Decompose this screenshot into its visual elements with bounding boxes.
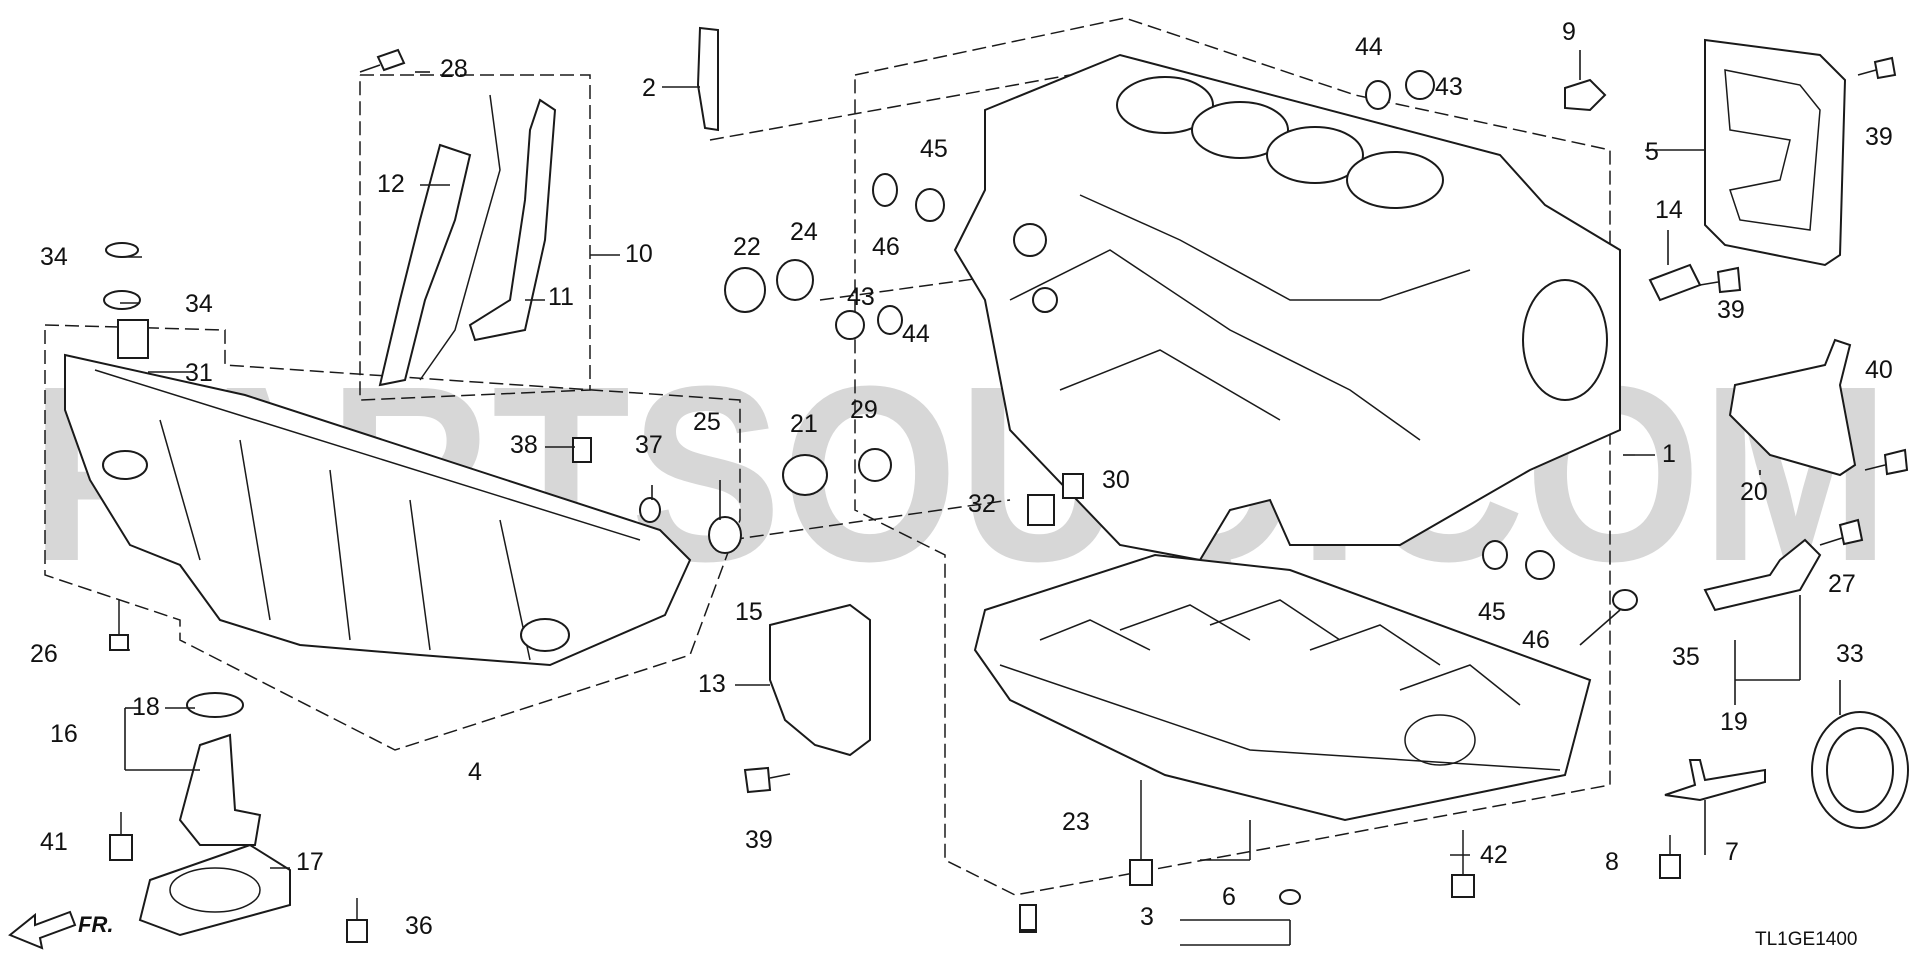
callout-24[interactable]: 24 xyxy=(790,218,818,246)
callout-40[interactable]: 40 xyxy=(1865,356,1893,384)
gasket-plate[interactable] xyxy=(1704,38,1847,267)
callout-29[interactable]: 29 xyxy=(850,396,878,424)
callout-34a[interactable]: 34 xyxy=(40,243,68,271)
callout-5[interactable]: 5 xyxy=(1645,138,1659,166)
strip-bracket[interactable] xyxy=(696,26,719,132)
oil-pan[interactable] xyxy=(64,353,692,667)
callout-26[interactable]: 26 xyxy=(30,640,58,668)
callout-44b[interactable]: 44 xyxy=(902,320,930,348)
callout-35[interactable]: 35 xyxy=(1672,643,1700,671)
callout-42[interactable]: 42 xyxy=(1480,841,1508,869)
callout-27[interactable]: 27 xyxy=(1828,570,1856,598)
callout-15[interactable]: 15 xyxy=(735,598,763,626)
bracket[interactable] xyxy=(1728,338,1857,477)
front-marker: FR. xyxy=(78,912,113,937)
callout-30[interactable]: 30 xyxy=(1102,466,1130,494)
callout-14[interactable]: 14 xyxy=(1655,196,1683,224)
callout-11[interactable]: 11 xyxy=(548,283,574,311)
callout-41[interactable]: 41 xyxy=(40,828,68,856)
cylinder-block[interactable] xyxy=(953,53,1621,562)
bolts xyxy=(109,48,1909,943)
callout-46b[interactable]: 46 xyxy=(1522,626,1550,654)
callout-17[interactable]: 17 xyxy=(296,848,324,876)
oil-seal[interactable] xyxy=(1811,711,1909,829)
callout-3[interactable]: 3 xyxy=(1140,903,1154,931)
drawing-code: TL1GE1400 xyxy=(1755,929,1857,950)
baffle-plate[interactable] xyxy=(769,603,871,757)
callout-46a[interactable]: 46 xyxy=(872,233,900,261)
leader-lines xyxy=(119,50,1841,946)
callout-34b[interactable]: 34 xyxy=(185,290,213,318)
callout-39b[interactable]: 39 xyxy=(1717,296,1745,324)
callout-4[interactable]: 4 xyxy=(468,758,482,786)
callout-39a[interactable]: 39 xyxy=(745,826,773,854)
callout-23[interactable]: 23 xyxy=(1062,808,1090,836)
callout-12[interactable]: 12 xyxy=(377,170,405,198)
callout-7[interactable]: 7 xyxy=(1725,838,1739,866)
callout-19[interactable]: 19 xyxy=(1720,708,1748,736)
callouts: 1 2 3 4 5 6 7 8 9 10 11 12 13 14 15 16 1… xyxy=(30,18,1893,940)
callout-39c[interactable]: 39 xyxy=(1865,123,1893,151)
callout-18[interactable]: 18 xyxy=(132,693,160,721)
callout-32[interactable]: 32 xyxy=(968,490,996,518)
callout-21[interactable]: 21 xyxy=(790,410,818,438)
callout-8[interactable]: 8 xyxy=(1605,848,1619,876)
lower-block[interactable] xyxy=(973,553,1592,822)
callout-31[interactable]: 31 xyxy=(185,359,213,387)
callout-9[interactable]: 9 xyxy=(1562,18,1576,46)
strainer[interactable] xyxy=(138,692,291,937)
callout-37[interactable]: 37 xyxy=(635,431,663,459)
callout-45b[interactable]: 45 xyxy=(1478,598,1506,626)
callout-44a[interactable]: 44 xyxy=(1355,33,1383,61)
callout-38[interactable]: 38 xyxy=(510,431,538,459)
callout-45a[interactable]: 45 xyxy=(920,135,948,163)
callout-43b[interactable]: 43 xyxy=(847,283,875,311)
callout-16[interactable]: 16 xyxy=(50,720,78,748)
callout-36[interactable]: 36 xyxy=(405,912,433,940)
callout-22[interactable]: 22 xyxy=(733,233,761,261)
callout-43a[interactable]: 43 xyxy=(1435,73,1463,101)
callout-6[interactable]: 6 xyxy=(1222,883,1236,911)
callout-10[interactable]: 10 xyxy=(625,240,653,268)
callout-33[interactable]: 33 xyxy=(1836,640,1864,668)
callout-25[interactable]: 25 xyxy=(693,408,721,436)
callout-2[interactable]: 2 xyxy=(642,74,656,102)
callout-28[interactable]: 28 xyxy=(440,55,468,83)
callout-20[interactable]: 20 xyxy=(1740,478,1768,506)
front-arrow-icon: FR. xyxy=(8,910,113,950)
callout-13[interactable]: 13 xyxy=(698,670,726,698)
harness-assembly[interactable] xyxy=(378,94,557,387)
callout-1[interactable]: 1 xyxy=(1662,440,1676,468)
water-fitting[interactable] xyxy=(1703,538,1822,612)
